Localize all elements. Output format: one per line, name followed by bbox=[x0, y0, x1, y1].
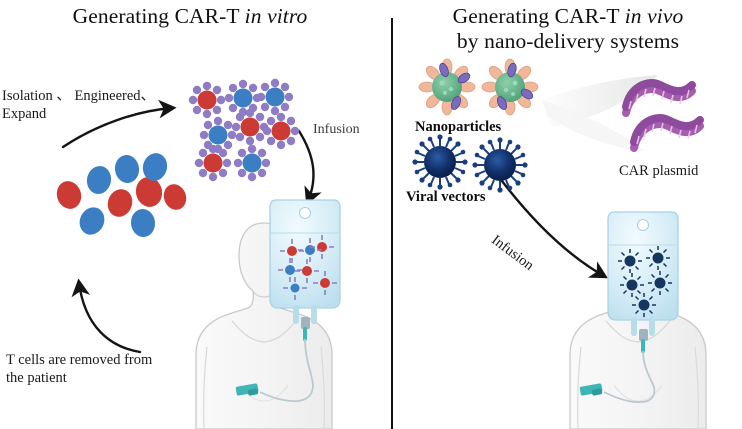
right-title-row2: by nano-delivery systems bbox=[456, 29, 680, 54]
right-title-row1: Generating CAR-T in vivo bbox=[400, 4, 736, 29]
arrow-engineering bbox=[61, 99, 177, 149]
delivery-funnel-lower bbox=[542, 100, 644, 151]
viral-vector-group bbox=[412, 134, 528, 193]
nanoparticle-group bbox=[418, 58, 539, 116]
bag-cells-left bbox=[278, 235, 337, 300]
label-car-plasmid: CAR plasmid bbox=[619, 163, 699, 179]
cannula-right bbox=[579, 383, 603, 396]
label-removed-line1: T cells are removed from bbox=[6, 352, 153, 368]
iv-bag-left bbox=[235, 199, 341, 403]
cannula-left bbox=[235, 383, 259, 396]
arrow-cell-removal bbox=[71, 278, 142, 354]
label-infusion-left: Infusion bbox=[313, 122, 360, 137]
car-plasmid-group bbox=[622, 79, 704, 152]
car-t-cell-cluster bbox=[188, 78, 300, 182]
label-isolation-line1: Isolation 、 Engineered、 bbox=[2, 88, 156, 104]
t-cell-cluster bbox=[56, 153, 187, 237]
panel-divider bbox=[391, 18, 393, 429]
label-removed-line2: the patient bbox=[6, 369, 67, 386]
right-panel-graphics bbox=[412, 58, 707, 429]
right-title-italic: in vivo bbox=[624, 4, 684, 28]
left-panel-graphics bbox=[56, 78, 341, 429]
label-isolation: Isolation 、 Engineered、 Expand bbox=[2, 88, 192, 123]
label-nanoparticles: Nanoparticles bbox=[415, 119, 502, 135]
label-cells-removed: T cells are removed from the patient bbox=[6, 352, 206, 387]
bag-vectors-right bbox=[618, 246, 672, 317]
left-title-text: Generating CAR-T bbox=[72, 4, 245, 28]
arrow-infusion-left bbox=[297, 129, 322, 206]
label-isolation-line2: Expand bbox=[2, 105, 47, 122]
left-panel-title: Generating CAR-T in vitro bbox=[10, 4, 370, 29]
iv-bag-right bbox=[579, 211, 679, 403]
right-panel-title: Generating CAR-T in vivo by nano-deliver… bbox=[400, 4, 736, 55]
label-viral-vectors: Viral vectors bbox=[406, 189, 486, 205]
left-title-italic: in vitro bbox=[244, 4, 308, 28]
right-title-text: Generating CAR-T bbox=[452, 4, 625, 28]
arrow-infusion-right bbox=[500, 179, 608, 279]
